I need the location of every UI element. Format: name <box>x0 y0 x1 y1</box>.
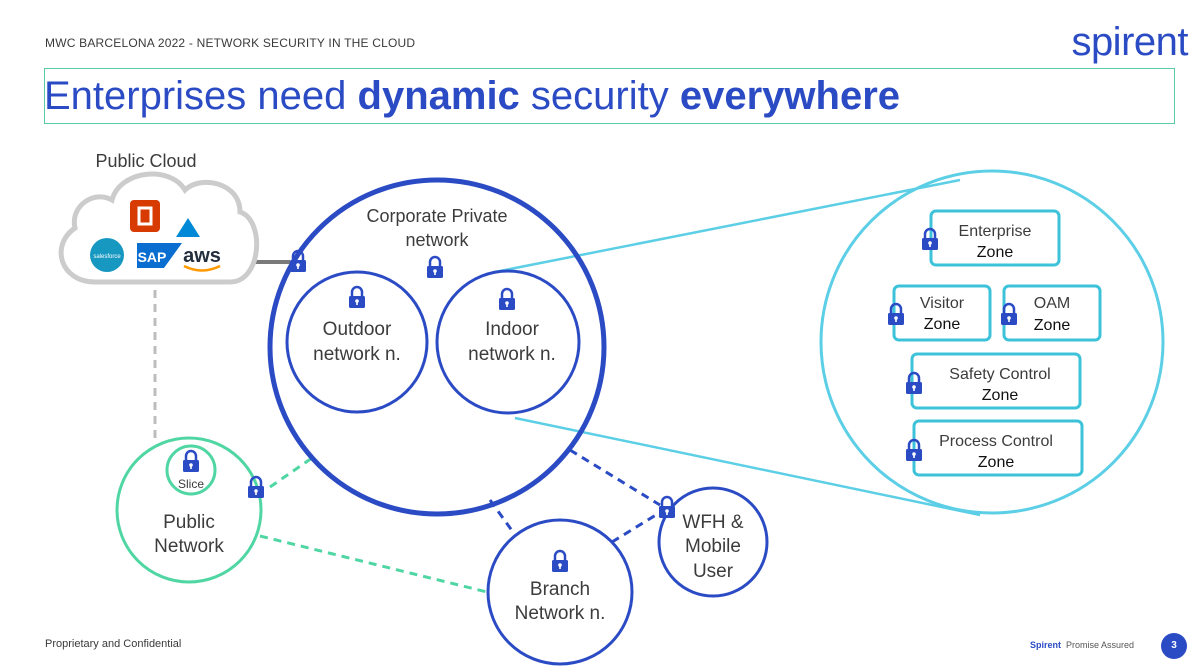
branch-label-2: Network n. <box>515 603 606 624</box>
corporate-label-1: Corporate Private <box>366 206 507 226</box>
public-to-corporate-link <box>269 456 313 489</box>
outdoor-lock-icon <box>347 285 367 310</box>
indoor-label-2: network n. <box>468 344 556 365</box>
indoor-label-1: Indoor <box>485 319 540 340</box>
branch-to-wfh-link <box>611 508 665 544</box>
sap-icon <box>137 243 182 268</box>
oam-zone-label-2: Zone <box>1034 317 1071 334</box>
slice-circle <box>165 444 217 496</box>
public-network-label-2: Network <box>154 536 224 557</box>
wfh-label-3: User <box>693 561 734 582</box>
slice-label: Slice <box>178 477 204 491</box>
footer-brand: Spirent Promise Assured <box>1030 640 1134 650</box>
title-part1: Enterprises need <box>44 74 358 118</box>
aws-label: aws <box>183 245 221 267</box>
safety-zone-label-2: Zone <box>982 387 1019 404</box>
corporate-network-circle <box>267 177 607 517</box>
zones-zoom-circle <box>819 169 1165 515</box>
aws-smile-icon <box>183 264 221 272</box>
corporate-to-wfh-link <box>569 448 661 507</box>
event-header: MWC BARCELONA 2022 - NETWORK SECURITY IN… <box>45 36 416 50</box>
zoom-line-bottom <box>514 416 981 517</box>
process-zone-label-2: Zone <box>978 454 1015 471</box>
corporate-label-2: network <box>405 230 469 250</box>
branch-network-circle <box>486 518 634 666</box>
indoor-lock-icon <box>497 287 517 312</box>
slice-lock-icon <box>181 449 201 474</box>
process-zone-label-1: Process Control <box>939 433 1053 450</box>
safety-zone-box <box>910 352 1082 410</box>
wfh-circle <box>657 486 769 598</box>
corporate-lock-icon <box>425 255 445 280</box>
safety-zone-label-1: Safety Control <box>949 366 1050 383</box>
page-number: 3 <box>1161 633 1187 659</box>
title-bold2: everywhere <box>679 74 901 118</box>
public-network-circle <box>115 436 263 584</box>
branch-label-1: Branch <box>530 579 590 600</box>
wfh-label-2: Mobile <box>685 536 741 557</box>
office-icon <box>130 200 160 232</box>
footer-brand-name: Spirent <box>1029 640 1061 650</box>
salesforce-icon <box>90 238 124 272</box>
public-to-branch-link <box>259 534 488 594</box>
salesforce-label: salesforce <box>93 254 121 260</box>
outdoor-label-2: network n. <box>313 344 401 365</box>
enterprise-zone-label-1: Enterprise <box>959 223 1032 240</box>
enterprise-zone-label-2: Zone <box>977 244 1014 261</box>
title-bold1: dynamic <box>357 74 520 118</box>
public-cloud-label: Public Cloud <box>95 151 196 171</box>
slide-title: Enterprises need dynamic security everyw… <box>44 74 900 119</box>
outdoor-label-1: Outdoor <box>323 319 392 340</box>
footer-confidential: Proprietary and Confidential <box>45 638 182 650</box>
branch-lock-icon <box>550 549 570 574</box>
indoor-network-circle <box>435 269 581 415</box>
wfh-lock-icon <box>657 495 677 520</box>
zoom-line-top <box>494 178 961 274</box>
public-network-label-1: Public <box>163 512 215 533</box>
title-frame <box>44 68 1175 124</box>
visitor-zone-label-1: Visitor <box>920 295 965 312</box>
process-zone-box <box>912 419 1084 477</box>
footer-tagline: Promise Assured <box>1065 640 1134 650</box>
logo-text: spirent <box>1071 20 1188 64</box>
title-part2: security <box>519 74 680 118</box>
outdoor-network-circle <box>285 270 429 414</box>
azure-icon <box>176 218 200 237</box>
oam-zone-label-1: OAM <box>1034 295 1070 312</box>
sap-label: SAP <box>138 249 167 265</box>
spirent-logo: spirent <box>1071 20 1188 65</box>
visitor-zone-label-2: Zone <box>924 316 961 333</box>
wfh-label-1: WFH & <box>682 512 744 533</box>
